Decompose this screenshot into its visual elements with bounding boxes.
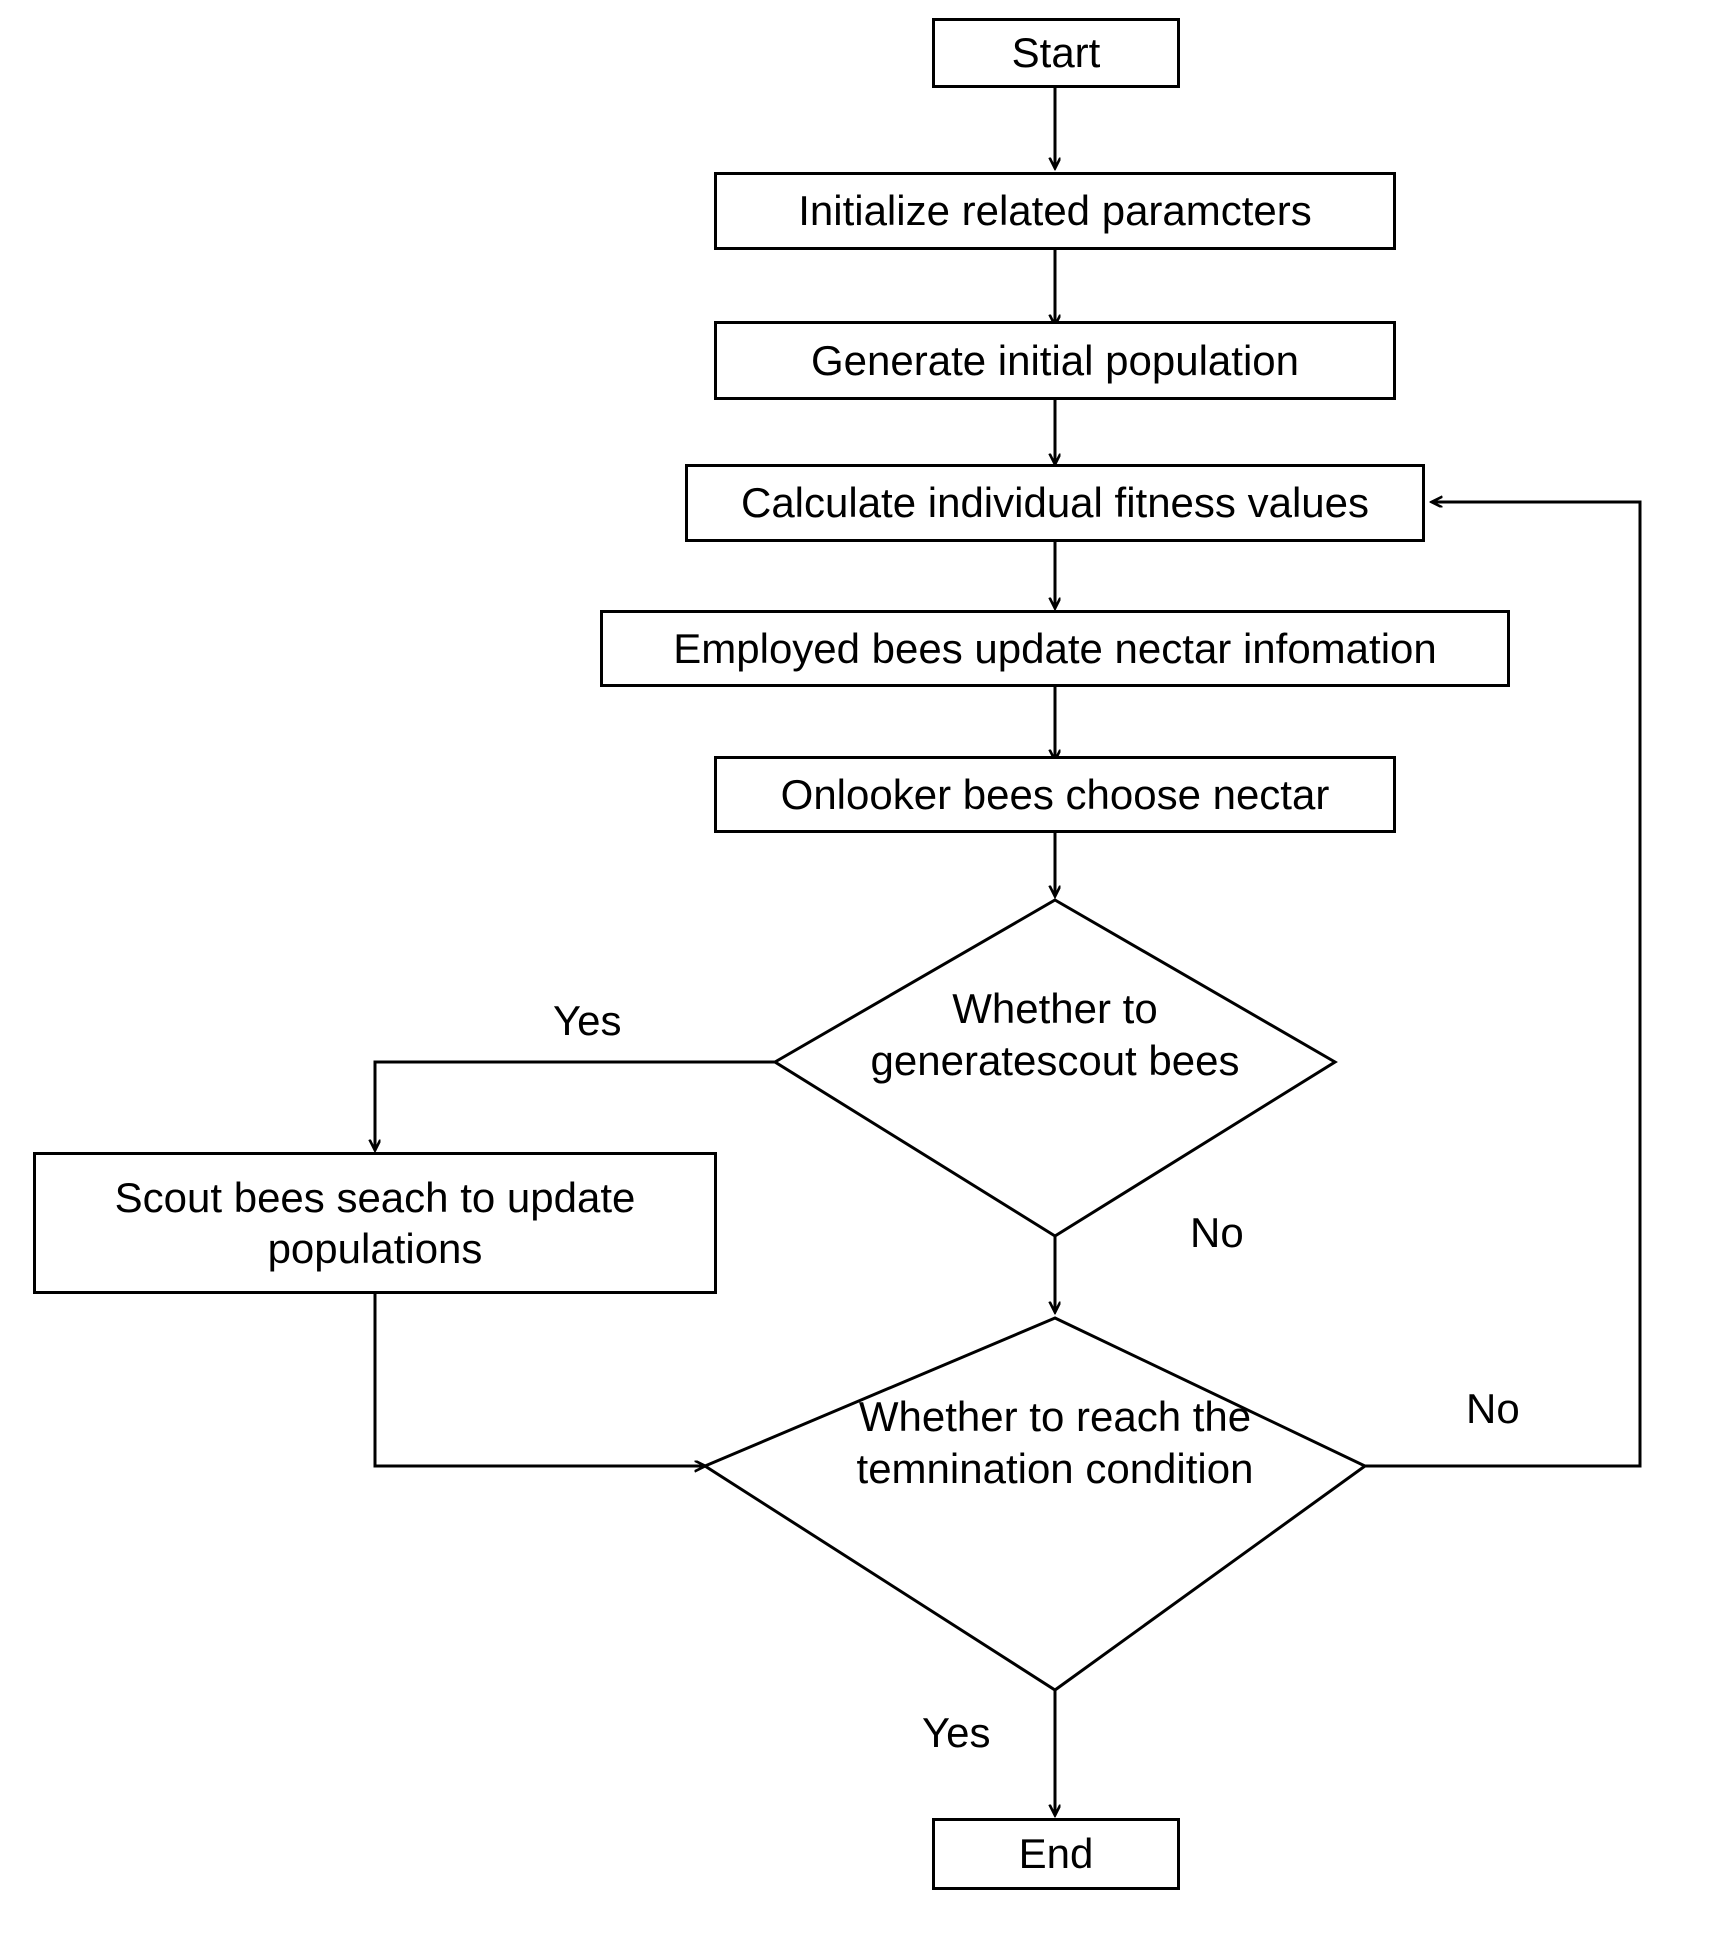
node-generate-population-label: Generate initial population [810,336,1299,384]
node-onlooker-bees[interactable]: Onlooker bees choose nectar [714,756,1396,833]
edge-label-scout-yes: Yes [553,997,622,1044]
node-scout-update-label-line1: Scout bees seach to update [114,1173,636,1221]
edge-termination-no-to-fitness [1365,502,1642,1468]
node-initialize[interactable]: Initialize related paramcters [714,172,1396,250]
node-start-label: Start [1011,29,1101,77]
edge-scout-update-to-termination [373,1294,705,1466]
node-start[interactable]: Start [932,18,1180,88]
node-employed-bees[interactable]: Employed bees update nectar infomation [600,610,1510,687]
edge-label-termination-no: No [1466,1385,1520,1432]
node-onlooker-bees-label: Onlooker bees choose nectar [780,770,1330,818]
node-end-label: End [1018,1830,1094,1878]
node-generate-population[interactable]: Generate initial population [714,321,1396,400]
node-employed-bees-label: Employed bees update nectar infomation [673,624,1437,672]
node-calculate-fitness-label: Calculate individual fitness values [740,479,1369,527]
node-scout-update-label-line2: populations [267,1225,483,1272]
node-end[interactable]: End [932,1818,1180,1890]
termination-diamond [701,1316,1368,1692]
edge-scout-yes-to-scout-update [375,1060,775,1150]
node-scout-update[interactable]: Scout bees seach to update populations [33,1152,717,1294]
edge-label-termination-yes: Yes [922,1709,991,1756]
node-initialize-label: Initialize related paramcters [798,187,1312,235]
edge-label-scout-no: No [1190,1209,1244,1256]
node-calculate-fitness[interactable]: Calculate individual fitness values [685,464,1425,542]
scout-decision-diamond [772,898,1338,1238]
